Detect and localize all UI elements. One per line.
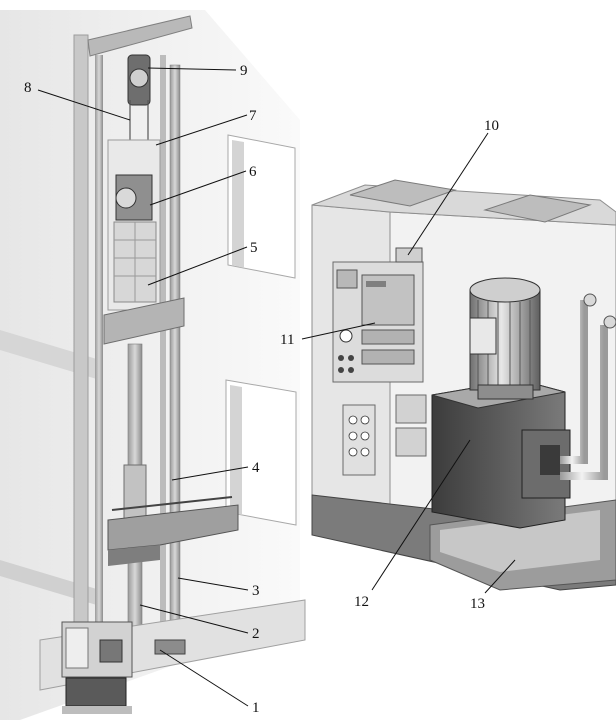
leader-12 (371, 439, 471, 591)
leader-13 (484, 559, 516, 594)
top-block-right (483, 194, 592, 223)
leader-3 (177, 577, 249, 591)
callout-7: 7 (249, 108, 257, 124)
callout-4: 4 (252, 460, 260, 476)
leader-8 (37, 89, 131, 121)
landing-door-lower (225, 379, 297, 526)
callout-3: 3 (252, 583, 260, 599)
leader-lines (37, 67, 516, 707)
callout-5: 5 (250, 240, 258, 256)
callout-6: 6 (249, 164, 257, 180)
callout-8: 8 (24, 80, 32, 96)
top-beam (87, 15, 193, 57)
elevator-shaft (0, 10, 306, 720)
terminal-block (342, 404, 376, 476)
callout-10: 10 (484, 118, 499, 134)
motor-terminal-box (469, 317, 497, 355)
landing-door-upper (227, 134, 296, 279)
dial-icon (339, 329, 353, 343)
callout-13: 13 (470, 596, 485, 612)
callout-12: 12 (354, 594, 369, 610)
leader-10 (407, 132, 489, 256)
relay-unit (395, 247, 423, 263)
leader-1 (159, 649, 249, 707)
leader-4 (171, 466, 249, 481)
pit-buffer (154, 639, 186, 655)
leader-7 (155, 114, 248, 146)
guide-rail-right (169, 64, 181, 651)
shaft-column (73, 34, 89, 636)
guide-rail-left (95, 55, 103, 645)
leader-5 (147, 246, 248, 286)
leader-6 (149, 170, 247, 206)
oil-pipe-right (560, 325, 608, 480)
top-block-left (349, 179, 457, 207)
callout-11: 11 (280, 332, 294, 348)
pump-station (311, 179, 616, 591)
callout-9: 9 (240, 63, 248, 79)
crosshead (103, 297, 185, 345)
leader-9 (147, 67, 237, 71)
leader-11 (301, 322, 376, 340)
callout-labels: 1 2 3 4 5 6 7 8 9 10 11 12 13 (24, 63, 499, 716)
oil-pipe-left (560, 300, 588, 464)
leader-2 (139, 604, 249, 634)
callout-1: 1 (252, 700, 260, 716)
callout-2: 2 (252, 626, 260, 642)
car-platform (107, 504, 239, 551)
